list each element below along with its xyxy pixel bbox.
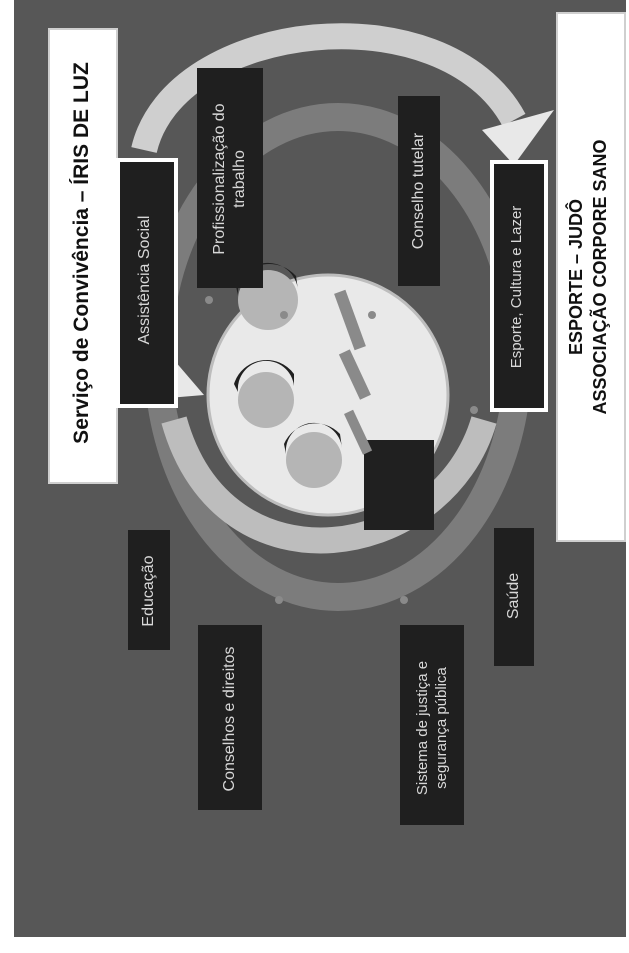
node-sistema-justica-box [400, 625, 464, 825]
connector-dot [275, 596, 283, 604]
person-head [238, 372, 294, 428]
node-saude-box [494, 528, 534, 666]
node-conselhos-direitos-label: Conselhos e direitos [221, 646, 238, 792]
node-conselho-tutelar-box [398, 96, 440, 286]
people-illustration [234, 262, 434, 530]
hub-esporte-box [490, 160, 548, 412]
cycle-arrow-bottom [161, 416, 497, 554]
connector-dot [470, 406, 478, 414]
hub-esporte-label: Esporte, Cultura e Lazer [508, 205, 525, 369]
hub-assistencia-label: Assistência Social [136, 215, 153, 345]
node-conselho-tutelar-label: Conselho tutelar [410, 132, 427, 250]
right-title-box [556, 12, 626, 542]
connector-dot [280, 311, 288, 319]
cycle-arrow-top [131, 23, 526, 154]
right-title: ESPORTE – JUDÔ ASSOCIAÇÃO CORPORE SANO [566, 139, 610, 415]
person-body [334, 289, 366, 351]
cycle-arrowhead-top [482, 110, 554, 165]
hub-assistencia-box [116, 158, 178, 408]
node-sistema-justica-label: Sistema de justiça e segurança pública [414, 660, 450, 796]
node-educacao-box [128, 530, 170, 650]
node-professionalizacao-label: Profissionalização do trabalho [211, 103, 248, 255]
person-body [364, 440, 434, 530]
person-head [286, 432, 342, 488]
left-title: Serviço de Convivência – ÍRIS DE LUZ [70, 62, 93, 444]
person-body [338, 349, 371, 400]
node-conselhos-direitos-box [198, 625, 262, 810]
node-educacao-label: Educação [140, 555, 157, 627]
node-saude-label: Saúde [505, 572, 522, 620]
node-professionalizacao-box [197, 68, 263, 288]
connector-dot [205, 296, 213, 304]
connector-dot [368, 311, 376, 319]
connector-dot [400, 596, 408, 604]
connector-dots [205, 296, 478, 604]
person-body [344, 409, 373, 455]
